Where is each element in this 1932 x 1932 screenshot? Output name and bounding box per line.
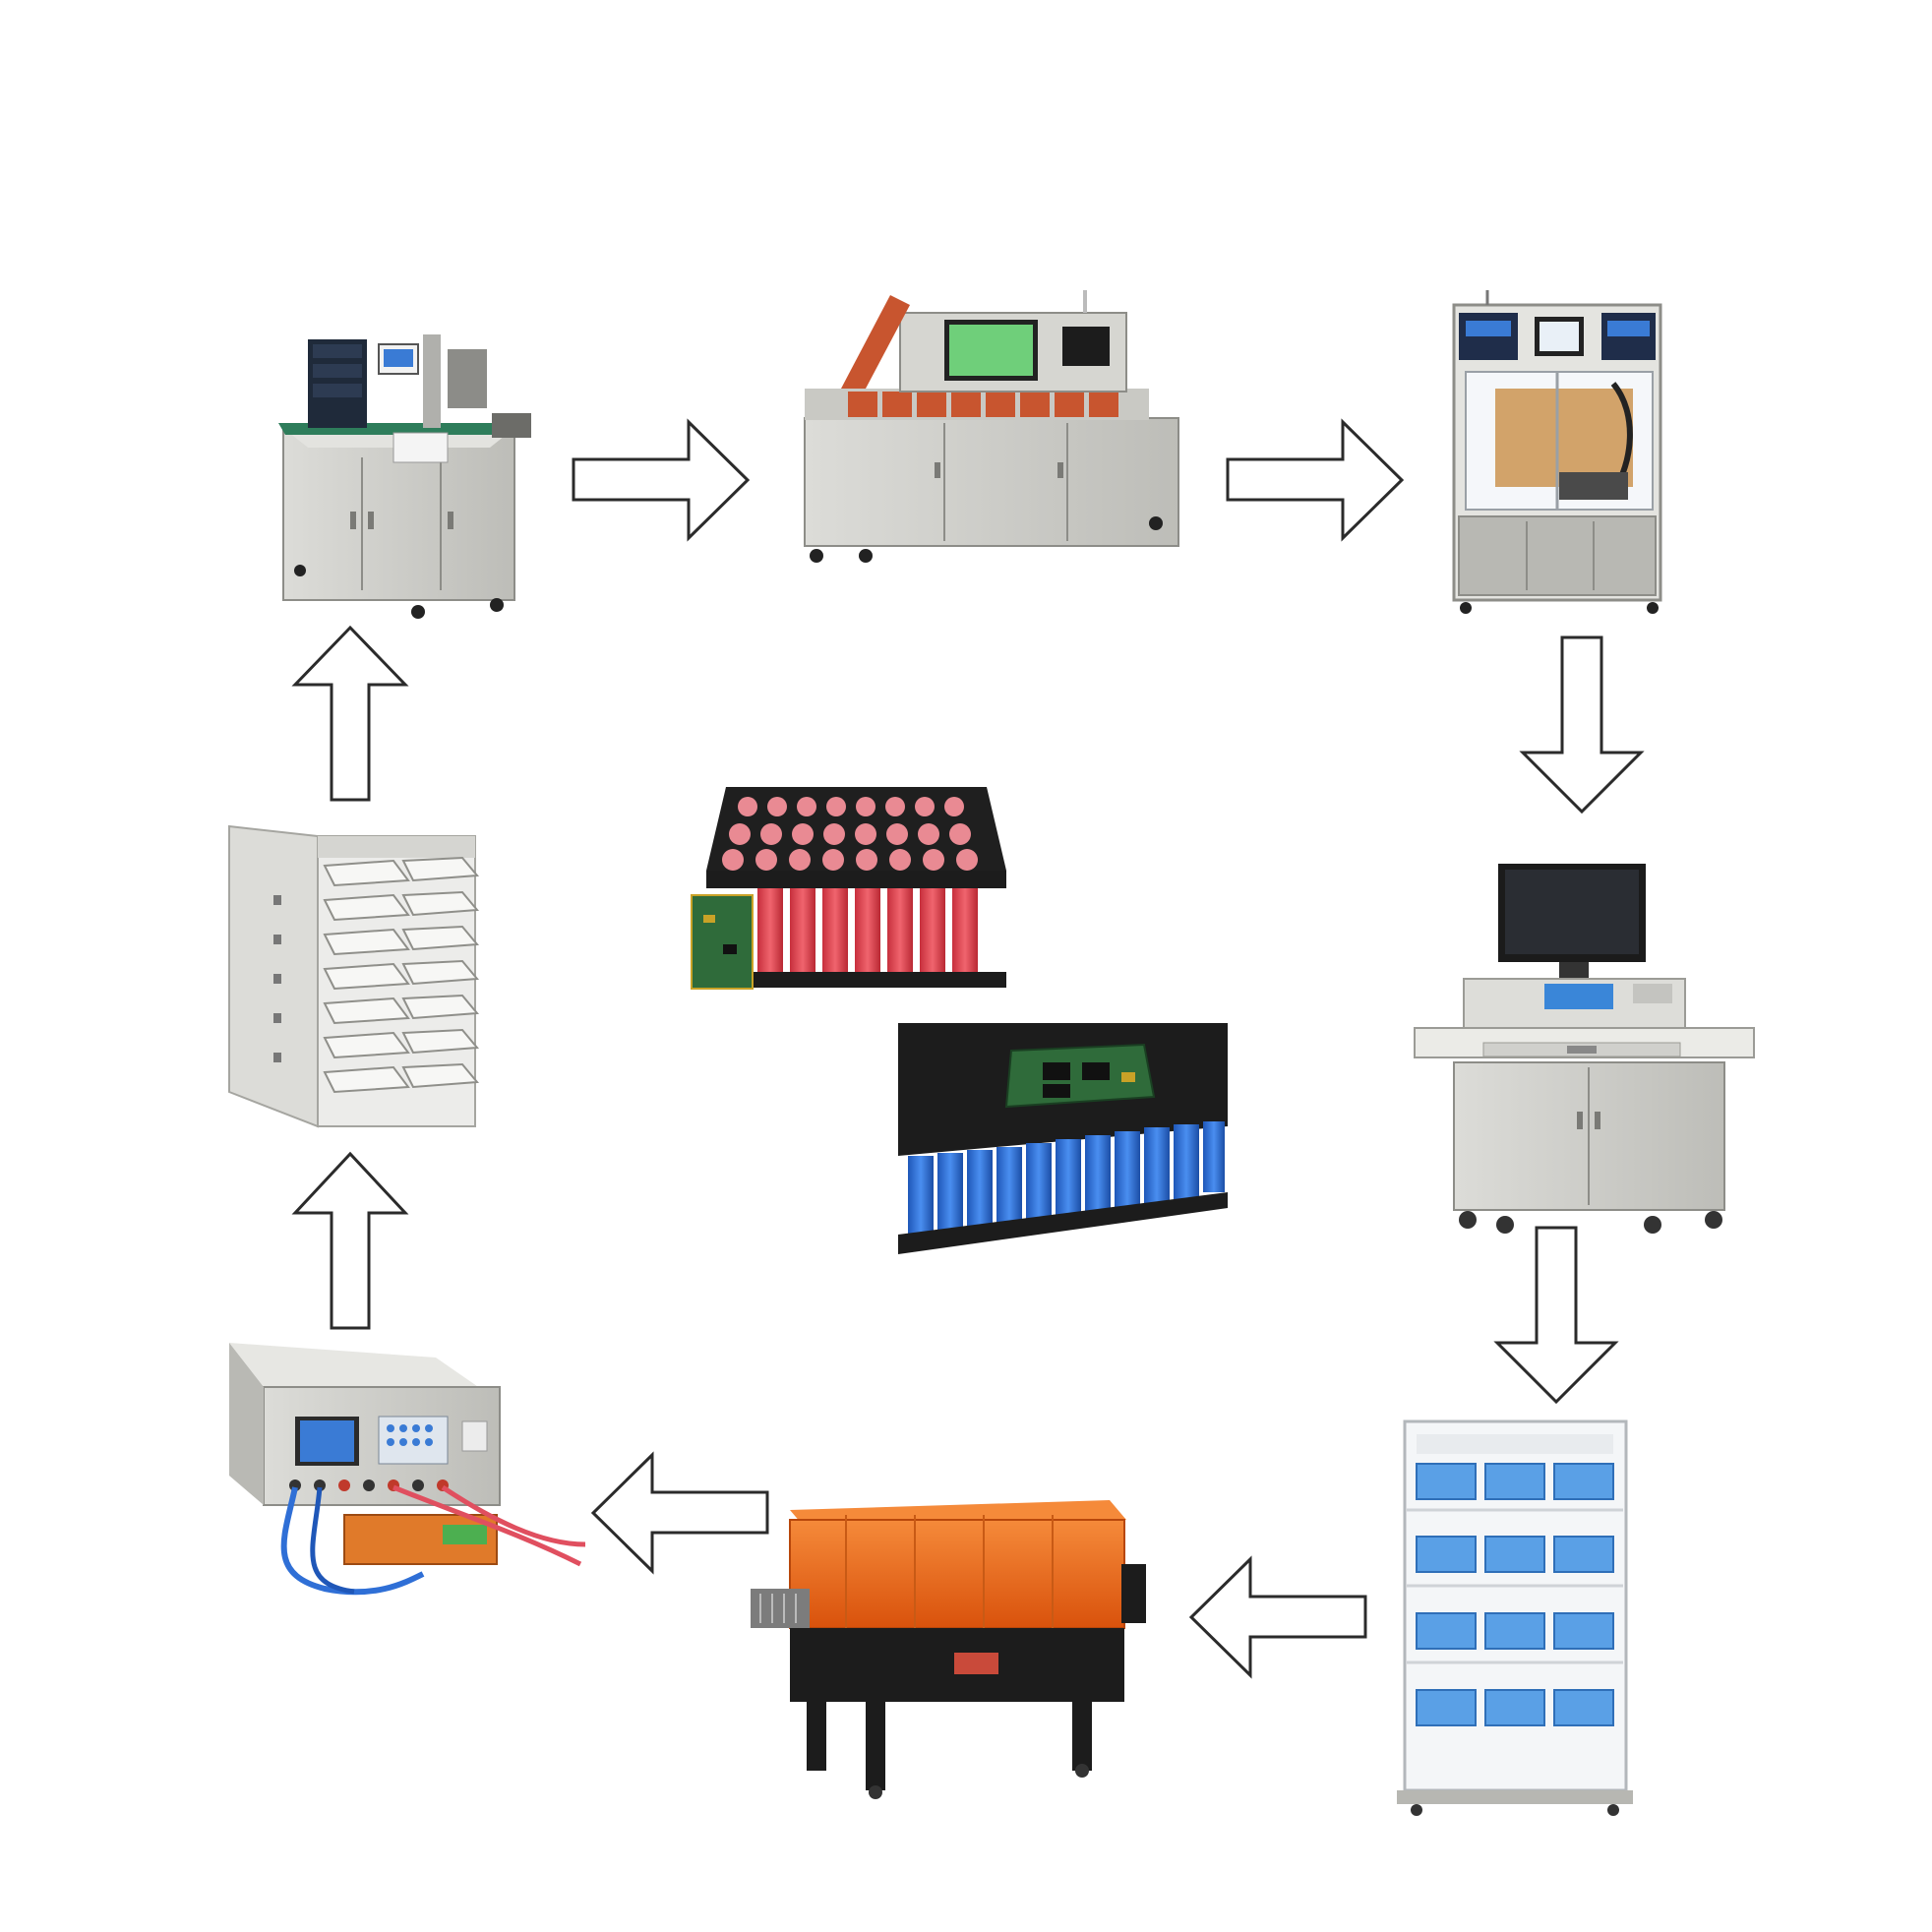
blue-cell-bodies (908, 1121, 1225, 1235)
aging-cabinet-icon (1397, 1419, 1633, 1816)
cell-sorting-machine-icon (278, 334, 531, 619)
red-cell-bodies (757, 888, 978, 972)
arrow-left-1 (1188, 1555, 1367, 1679)
arrow-right-2 (1226, 418, 1405, 542)
shrink-tunnel-icon (751, 1500, 1146, 1799)
holder-loading-machine-icon (804, 290, 1179, 563)
aging-channel-panels (1416, 1463, 1614, 1726)
keypad (387, 1424, 433, 1446)
blue-cell-pack-icon (898, 1023, 1228, 1254)
red-cell-pack-icon (691, 787, 1006, 990)
arrow-left-2 (590, 1451, 769, 1575)
arrow-up-2 (291, 625, 409, 802)
charge-discharge-rack-icon (228, 824, 480, 1128)
bms-tester-icon (229, 1343, 586, 1596)
arrow-down-1 (1519, 635, 1645, 815)
arrow-right-1 (572, 418, 751, 542)
pack-test-station-icon (1414, 864, 1755, 1234)
red-cell-tops (722, 797, 978, 871)
rack-trays (323, 856, 480, 1094)
arrow-down-2 (1493, 1226, 1619, 1405)
spot-welding-machine-icon (1452, 290, 1662, 614)
cell-trays (848, 392, 1118, 417)
arrow-up-1 (291, 1151, 409, 1330)
flow-arrows (291, 418, 1645, 1679)
